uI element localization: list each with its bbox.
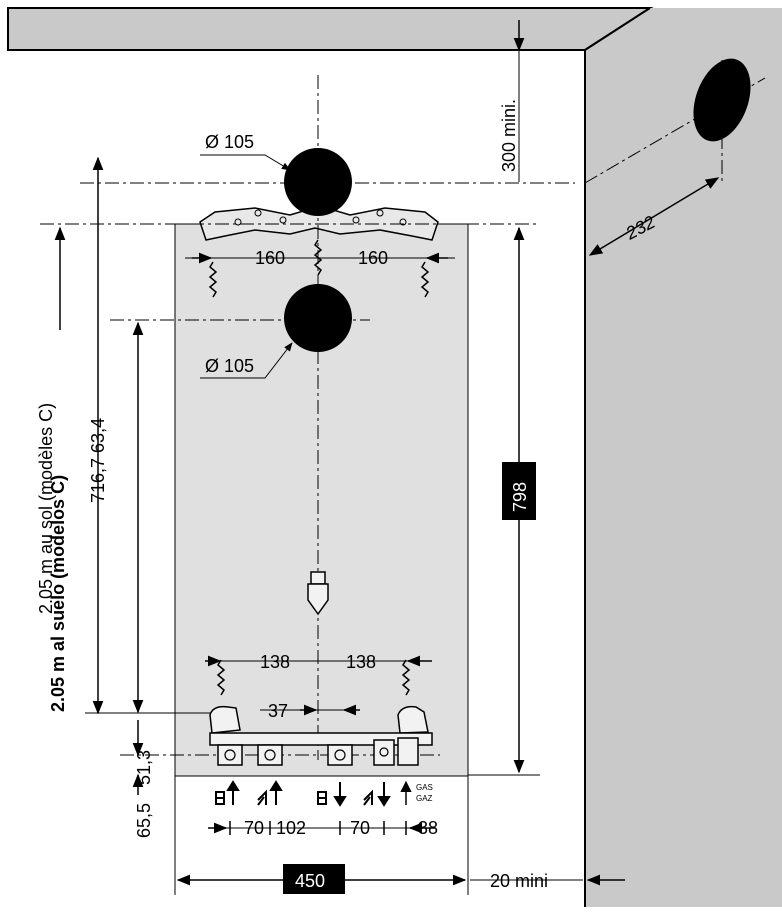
connector-bolts — [224, 747, 389, 761]
label-height: 798 — [510, 482, 530, 512]
leader-front-diameter — [200, 342, 293, 379]
side-wall-flue-hole — [693, 58, 751, 142]
label-bottom-small: 51,3 — [134, 750, 154, 785]
label-flue-top-diameter: Ø 105 — [205, 132, 254, 152]
label-gaz: GAZ — [416, 794, 433, 803]
label-flue-front-diameter: Ø 105 — [205, 356, 254, 376]
safety-valve — [307, 571, 329, 616]
label-gas: GAS — [416, 783, 433, 792]
label-spacing-4: 38 — [418, 818, 438, 838]
connection-rail — [209, 705, 433, 766]
cold-water-in-icon — [363, 782, 391, 807]
flue-top-circle — [284, 148, 352, 216]
heating-flow-icon — [215, 780, 240, 805]
label-floor-height-es: 2.05 m al suelo (modelos C) — [48, 475, 68, 712]
label-bottom-left-height: 65,5 — [134, 803, 154, 838]
leader-top-diameter — [200, 154, 291, 171]
label-spacing-2: 102 — [276, 818, 306, 838]
label-spacing-1: 70 — [244, 818, 264, 838]
dim-side-offset — [588, 177, 720, 256]
label-center-offset: 37 — [268, 701, 288, 721]
height-badge — [502, 462, 536, 520]
flue-front-circle — [284, 284, 352, 352]
width-badge — [283, 864, 345, 894]
label-width: 450 — [295, 871, 325, 891]
label-valve-right: 138 — [346, 652, 376, 672]
gas-inlet-icon — [400, 780, 412, 805]
bracket-holes — [234, 209, 407, 226]
ceiling-surface — [7, 7, 654, 51]
side-wall — [585, 8, 782, 907]
connection-icons — [215, 780, 412, 807]
label-ceiling-clearance: 300 mini. — [499, 99, 519, 172]
label-bracket-right: 160 — [358, 248, 388, 268]
mounting-bracket — [199, 205, 439, 241]
heating-return-icon — [317, 782, 347, 807]
label-valve-left: 138 — [260, 652, 290, 672]
label-spacing-3: 70 — [350, 818, 370, 838]
label-bracket-left: 160 — [255, 248, 285, 268]
ceiling-edge — [584, 7, 651, 51]
label-vertical-dims: 716,7 63,4 — [88, 418, 108, 503]
label-side-clearance: 20 mini — [490, 871, 548, 891]
label-floor-height-fr: 2.05 m au sol (modèles C) — [36, 403, 56, 614]
hot-water-out-icon — [257, 780, 283, 806]
